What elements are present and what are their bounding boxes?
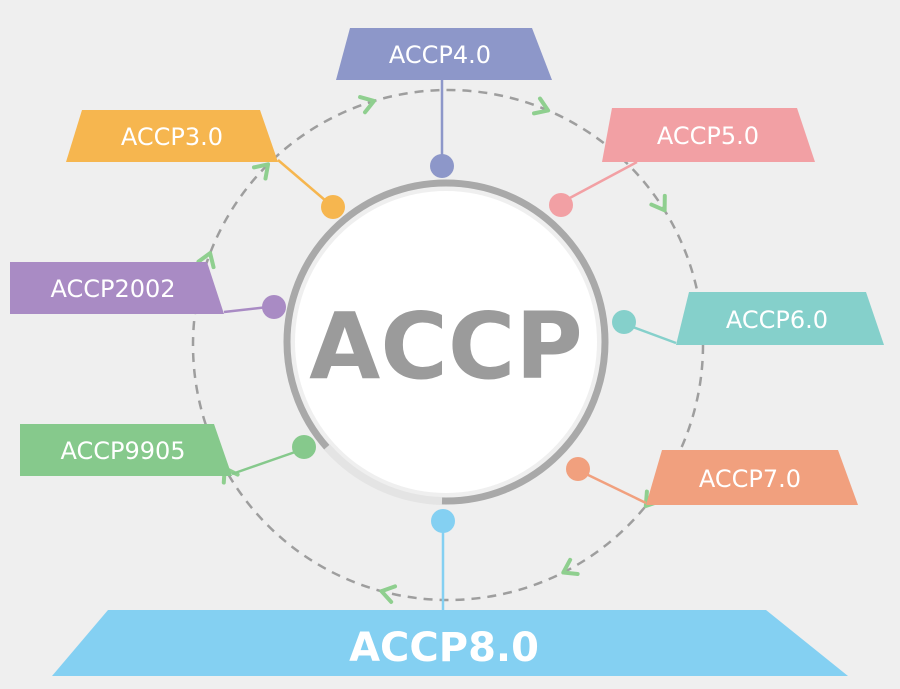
- accp70-node-dot: [566, 457, 590, 481]
- accp50-node-dot: [549, 193, 573, 217]
- center-disc: [295, 191, 597, 493]
- chevron-arrow-icon: [532, 96, 551, 116]
- accp40-tag-shape: [336, 28, 552, 80]
- accp30-tag-shape: [66, 110, 278, 162]
- tag-accp70: ACCP7.0: [646, 450, 858, 505]
- accp9905-tag-label: ACCP9905: [60, 437, 185, 465]
- center-node: ACCP: [283, 179, 609, 505]
- accp60-connector: [629, 324, 677, 345]
- center-ring-gap: [323, 444, 443, 505]
- chevron-arrow-icon: [358, 95, 376, 115]
- accp50-tag-shape: [602, 108, 815, 162]
- accp70-tag-shape: [646, 450, 858, 505]
- accp9905-connector: [231, 449, 299, 476]
- accp60-tag-label: ACCP6.0: [726, 306, 828, 334]
- accp60-tag-shape: [676, 292, 884, 345]
- tag-accp40: ACCP4.0: [336, 28, 552, 80]
- accp40-tag-label: ACCP4.0: [389, 41, 491, 69]
- chevron-arrow-icon: [379, 584, 398, 604]
- tag-accp60: ACCP6.0: [676, 292, 884, 345]
- chevron-arrow-icon: [251, 162, 271, 181]
- accp30-tag-label: ACCP3.0: [121, 123, 223, 151]
- accp70-connector: [583, 471, 647, 505]
- accp30-node-dot: [321, 195, 345, 219]
- accp80-tag-shape: [52, 610, 848, 676]
- center-ring: [283, 179, 609, 505]
- accp70-tag-label: ACCP7.0: [699, 465, 801, 493]
- accp30-connector: [277, 159, 327, 202]
- chevron-arrow-icon: [649, 193, 667, 213]
- accp2002-connector: [223, 305, 269, 314]
- accp2002-tag-label: ACCP2002: [50, 275, 175, 303]
- center-label: ACCP: [309, 293, 583, 400]
- accp50-connector: [565, 160, 638, 202]
- accp9905-tag-shape: [20, 424, 232, 476]
- accp60-node-dot: [612, 310, 636, 334]
- tag-accp50: ACCP5.0: [602, 108, 815, 162]
- chevron-arrow-icon: [196, 251, 216, 270]
- accp2002-node-dot: [262, 295, 286, 319]
- accp50-tag-label: ACCP5.0: [657, 122, 759, 150]
- accp9905-node-dot: [292, 435, 316, 459]
- chevron-arrow-icon: [561, 557, 580, 576]
- accp80-node-dot: [431, 509, 455, 533]
- tag-accp9905: ACCP9905: [20, 424, 232, 476]
- accp40-node-dot: [430, 154, 454, 178]
- tag-accp30: ACCP3.0: [66, 110, 278, 162]
- connectors: [223, 80, 677, 610]
- accp80-tag-label: ACCP8.0: [349, 625, 539, 671]
- accp2002-tag-shape: [10, 262, 224, 314]
- tag-accp2002: ACCP2002: [10, 262, 224, 314]
- tag-accp80: ACCP8.0: [52, 610, 848, 676]
